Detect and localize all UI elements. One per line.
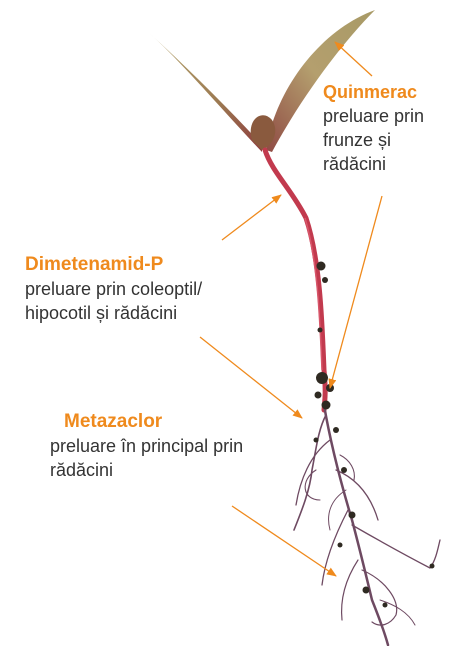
quinmerac-name: Quinmerac (323, 80, 453, 104)
left-leaf (148, 32, 262, 152)
quinmerac-callout: Quinmerac preluare prin frunze și rădăci… (323, 80, 453, 176)
quinmerac-leaf-arrow (335, 42, 372, 76)
quinmerac-desc-line-3: rădăcini (323, 152, 453, 176)
dimetenamid-root-arrow (200, 337, 302, 418)
dimetenamid-desc-line-2: hipocotil și rădăcini (25, 301, 305, 325)
metazaclor-desc-line-1: preluare în principal prin (50, 434, 324, 458)
quinmerac-desc-line-1: preluare prin (323, 104, 453, 128)
quinmerac-desc-line-2: frunze și (323, 128, 453, 152)
metazaclor-desc-line-2: rădăcini (50, 458, 324, 482)
dimetenamid-stem-arrow (222, 195, 281, 240)
metazaclor-callout: Metazaclor preluare în principal prin ră… (64, 410, 324, 482)
quinmerac-root-arrow (330, 196, 382, 388)
metazaclor-root-arrow (232, 506, 336, 576)
metazaclor-name: Metazaclor (64, 410, 324, 434)
dimetenamid-callout: Dimetenamid-P preluare prin coleoptil/ h… (25, 253, 305, 325)
soil-particles (314, 262, 435, 608)
dimetenamid-desc-line-1: preluare prin coleoptil/ (25, 277, 305, 301)
dimetenamid-name: Dimetenamid-P (25, 253, 305, 277)
